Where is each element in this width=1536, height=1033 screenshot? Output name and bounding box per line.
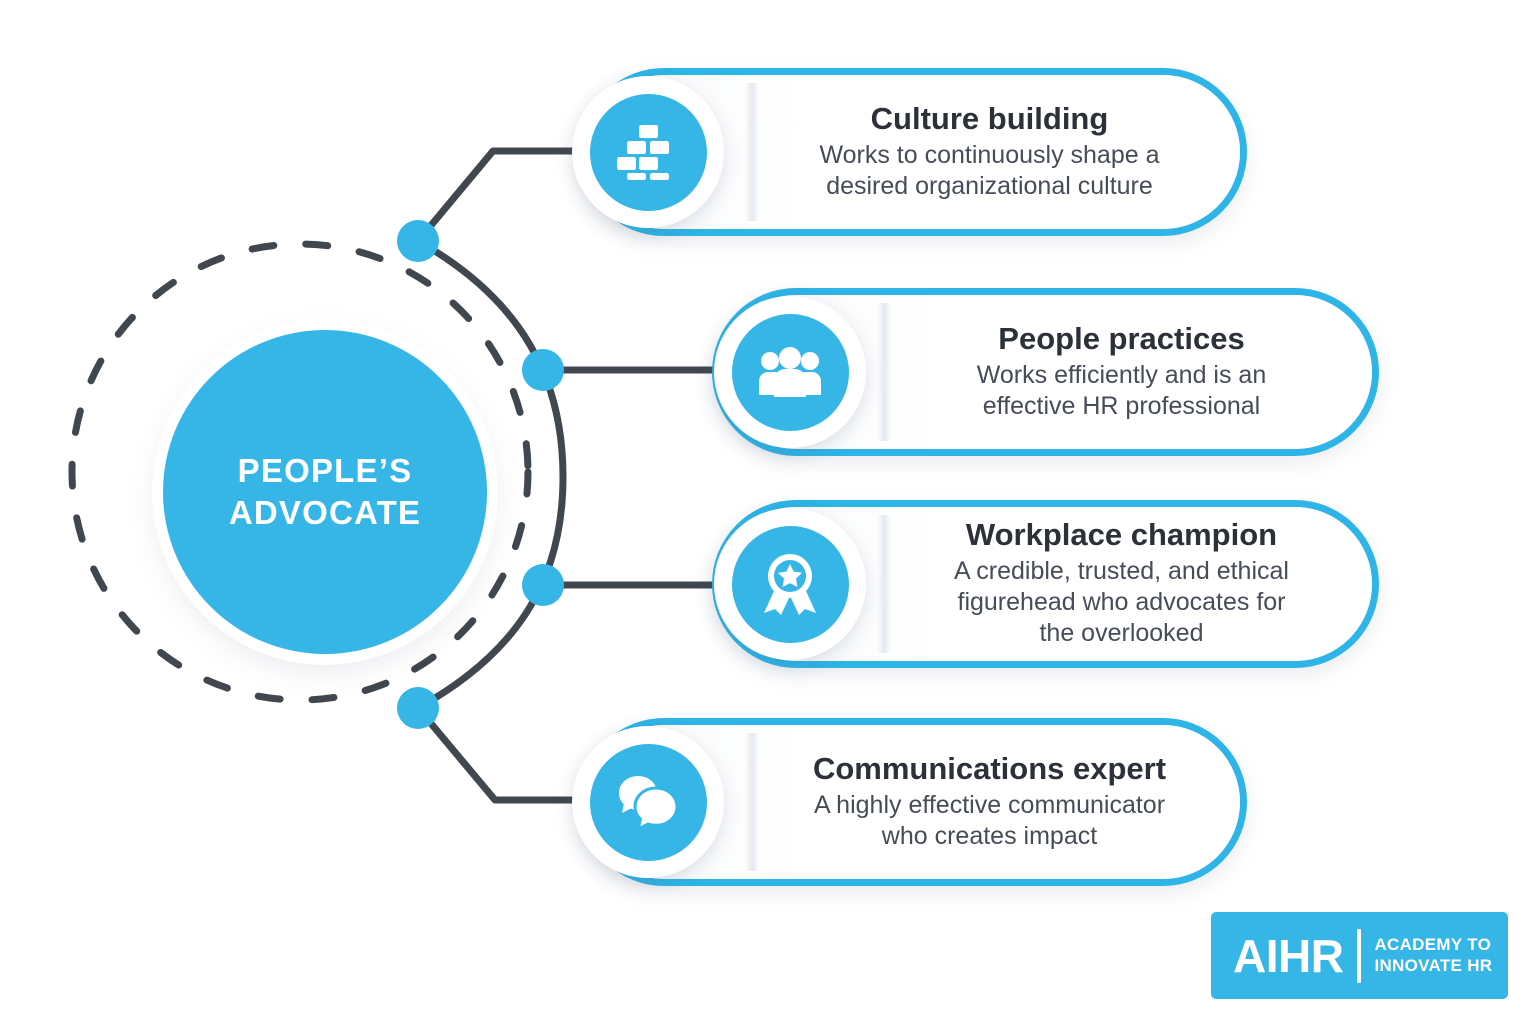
logo-wordmark: AIHR <box>1233 929 1344 982</box>
connector-node-2[interactable] <box>522 349 564 391</box>
connector-node-3[interactable] <box>522 564 564 606</box>
icon-badge-culture-building[interactable] <box>572 76 724 228</box>
card-title: People practices <box>998 320 1245 356</box>
logo-tagline: ACADEMY TO INNOVATE HR <box>1374 934 1493 975</box>
card-description: A highly effective communicator who crea… <box>813 790 1166 850</box>
icon-badge-people-practices[interactable] <box>714 296 866 448</box>
icon-disc <box>589 93 707 211</box>
card-divider <box>745 733 759 871</box>
icon-disc <box>731 313 849 431</box>
connector-node-4[interactable] <box>397 687 439 729</box>
card-description: Works efficiently and is an effective HR… <box>976 360 1267 420</box>
speech-bubbles-icon <box>619 776 678 830</box>
hub-label: PEOPLE’S ADVOCATE <box>228 451 422 531</box>
card-text-block: Culture building Works to continuously s… <box>767 75 1212 229</box>
card-description: A credible, trusted, and ethical figureh… <box>954 556 1289 648</box>
card-description: Works to continuously shape a desired or… <box>819 140 1160 200</box>
card-text-block: Workplace champion A credible, trusted, … <box>899 507 1344 661</box>
card-title: Workplace champion <box>965 517 1278 553</box>
award-ribbon-icon <box>764 554 816 615</box>
card-title: Culture building <box>870 100 1109 136</box>
connector-node-1[interactable] <box>397 220 439 262</box>
card-text-block: People practices Works efficiently and i… <box>899 295 1344 449</box>
icon-disc <box>589 743 707 861</box>
brick-wall-icon <box>617 125 669 180</box>
card-divider <box>877 515 891 653</box>
icon-badge-workplace-champion[interactable] <box>714 508 866 660</box>
card-title: Communications expert <box>812 750 1167 786</box>
hub-circle[interactable]: PEOPLE’S ADVOCATE <box>163 330 487 654</box>
aihr-logo: AIHR ACADEMY TO INNOVATE HR <box>1211 912 1508 999</box>
card-divider <box>877 303 891 441</box>
card-text-block: Communications expert A highly effective… <box>767 725 1212 879</box>
icon-badge-communications-expert[interactable] <box>572 726 724 878</box>
logo-divider <box>1357 928 1362 983</box>
icon-disc <box>731 525 849 643</box>
people-group-icon <box>759 347 821 397</box>
card-divider <box>745 83 759 221</box>
